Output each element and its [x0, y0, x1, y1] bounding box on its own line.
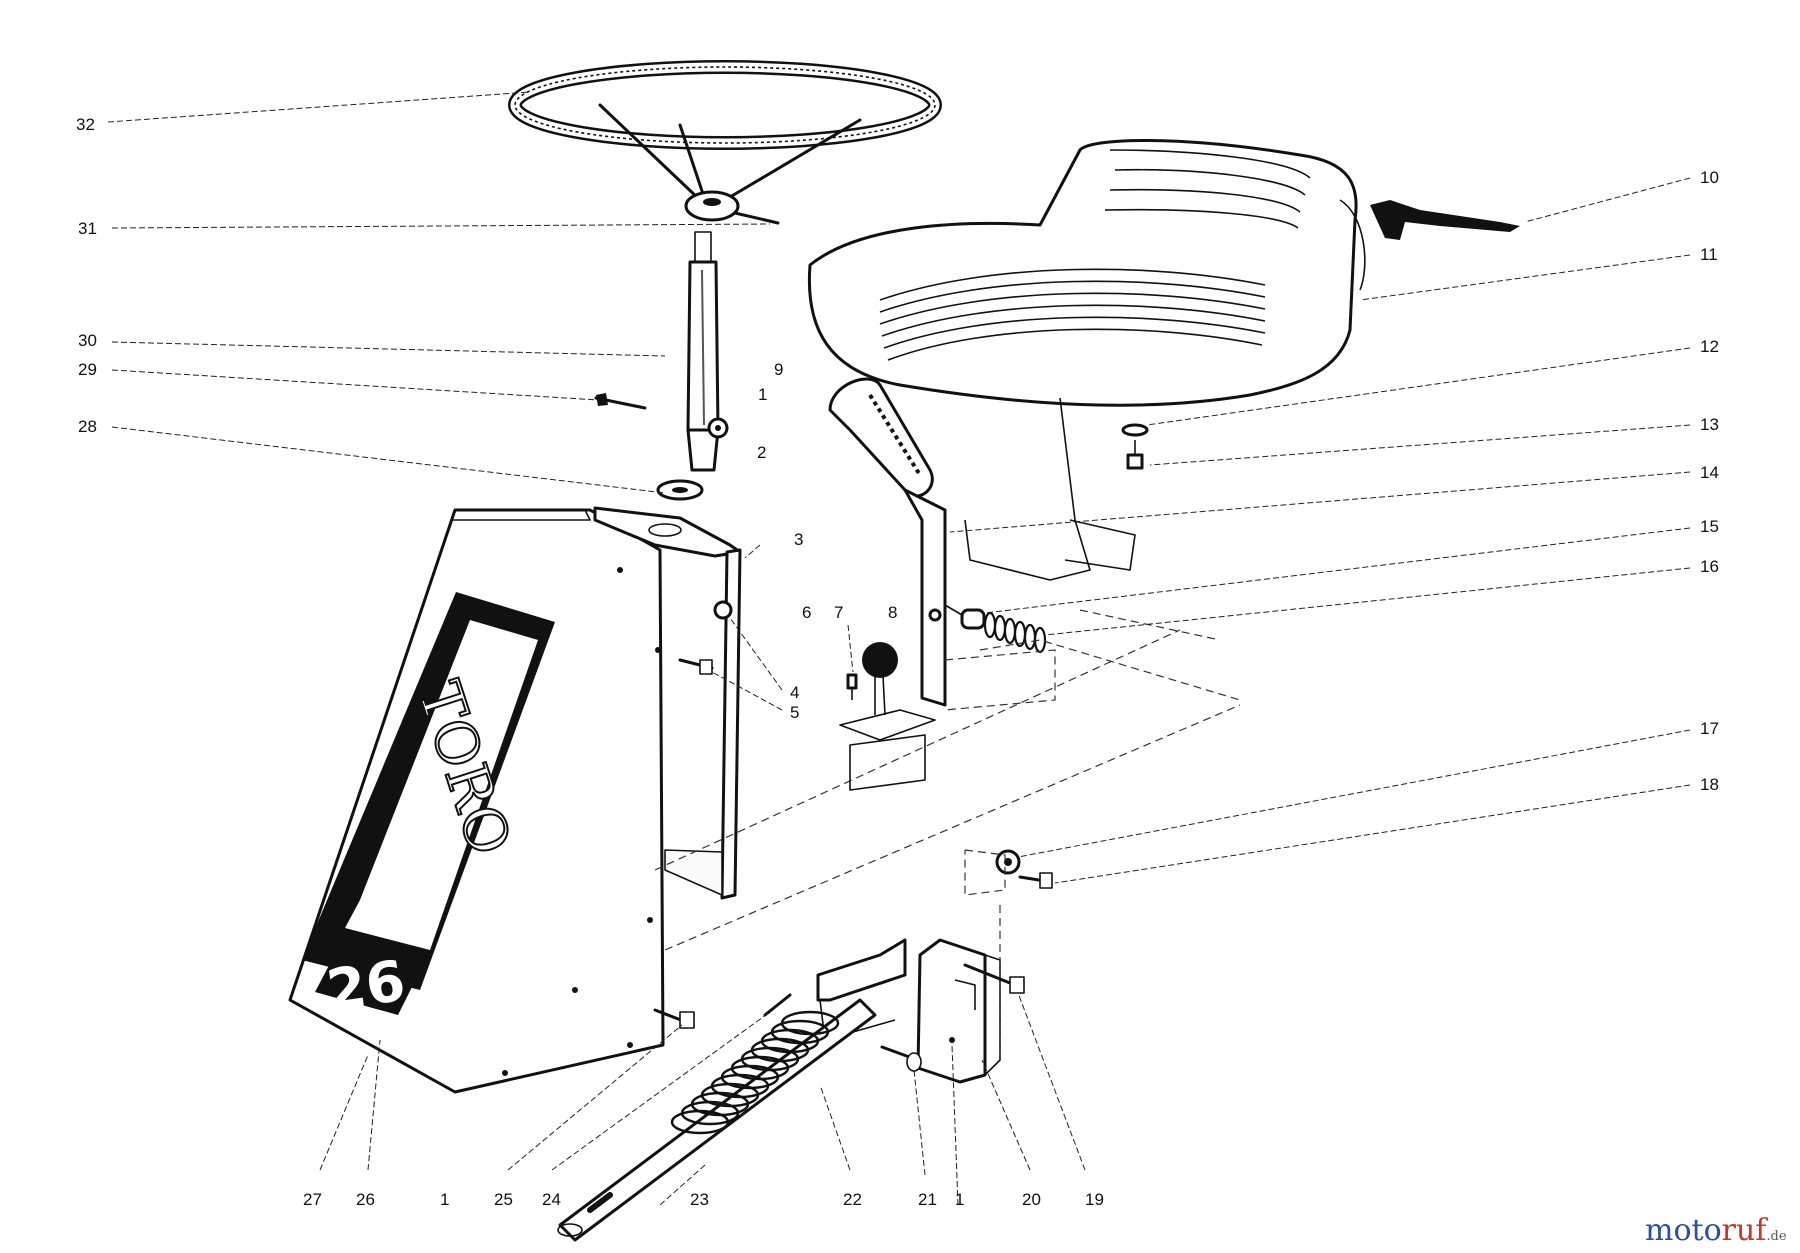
seat-latch — [1370, 200, 1520, 240]
callout-32: 32 — [76, 115, 95, 134]
svg-text:motoruf.de: motoruf.de — [1645, 1213, 1787, 1248]
callout-6: 6 — [802, 603, 811, 622]
callout-20: 20 — [1022, 1190, 1041, 1209]
callout-19: 19 — [1085, 1190, 1104, 1209]
watermark-part-2: ruf — [1722, 1213, 1769, 1248]
callout-27: 27 — [303, 1190, 322, 1209]
callout-24: 24 — [542, 1190, 561, 1209]
callout-26: 26 — [356, 1190, 375, 1209]
callout-23: 23 — [690, 1190, 709, 1209]
steering-shaft — [594, 231, 729, 501]
callout-17: 17 — [1700, 719, 1719, 738]
callout-25: 25 — [494, 1190, 513, 1209]
callout-11: 11 — [1700, 245, 1718, 264]
floor-plate — [654, 609, 1241, 951]
callout-22: 22 — [843, 1190, 862, 1209]
shift-lever — [828, 377, 1047, 716]
callout-1-lower: 1 — [955, 1190, 964, 1209]
callout-31: 31 — [78, 219, 97, 238]
callout-21: 21 — [918, 1190, 937, 1209]
watermark-part-1: moto — [1645, 1213, 1722, 1248]
seat — [807, 139, 1366, 407]
callout-15: 15 — [1700, 517, 1719, 536]
dash-console: TORO 26 — [288, 506, 742, 1094]
seat-mount — [964, 397, 1149, 581]
pedal-bracket — [557, 849, 1053, 1242]
callout-1-top: 1 — [758, 385, 767, 404]
watermark-logo: motoruf.de — [1645, 1213, 1787, 1248]
callout-13: 13 — [1700, 415, 1719, 434]
callout-12: 12 — [1700, 337, 1719, 356]
leader-lines — [107, 91, 1691, 1206]
callout-14: 14 — [1700, 463, 1719, 482]
callout-16: 16 — [1700, 557, 1719, 576]
callout-1-bottom: 1 — [440, 1190, 449, 1209]
callout-29: 29 — [78, 360, 97, 379]
callout-labels: 32 31 30 29 28 9 1 2 3 4 5 6 7 8 10 11 1… — [76, 115, 1719, 1209]
callout-9: 9 — [774, 360, 783, 379]
callout-3: 3 — [794, 530, 803, 549]
callout-28: 28 — [78, 417, 97, 436]
callout-18: 18 — [1700, 775, 1719, 794]
steering-wheel — [508, 60, 942, 225]
callout-30: 30 — [78, 331, 97, 350]
callout-2: 2 — [757, 443, 766, 462]
callout-7: 7 — [834, 603, 843, 622]
callout-10: 10 — [1700, 168, 1719, 187]
watermark-part-3: .de — [1766, 1229, 1786, 1244]
callout-8: 8 — [888, 603, 897, 622]
model-number-badge: 26 — [323, 949, 409, 1024]
callout-5: 5 — [790, 703, 799, 722]
callout-4: 4 — [790, 683, 799, 702]
